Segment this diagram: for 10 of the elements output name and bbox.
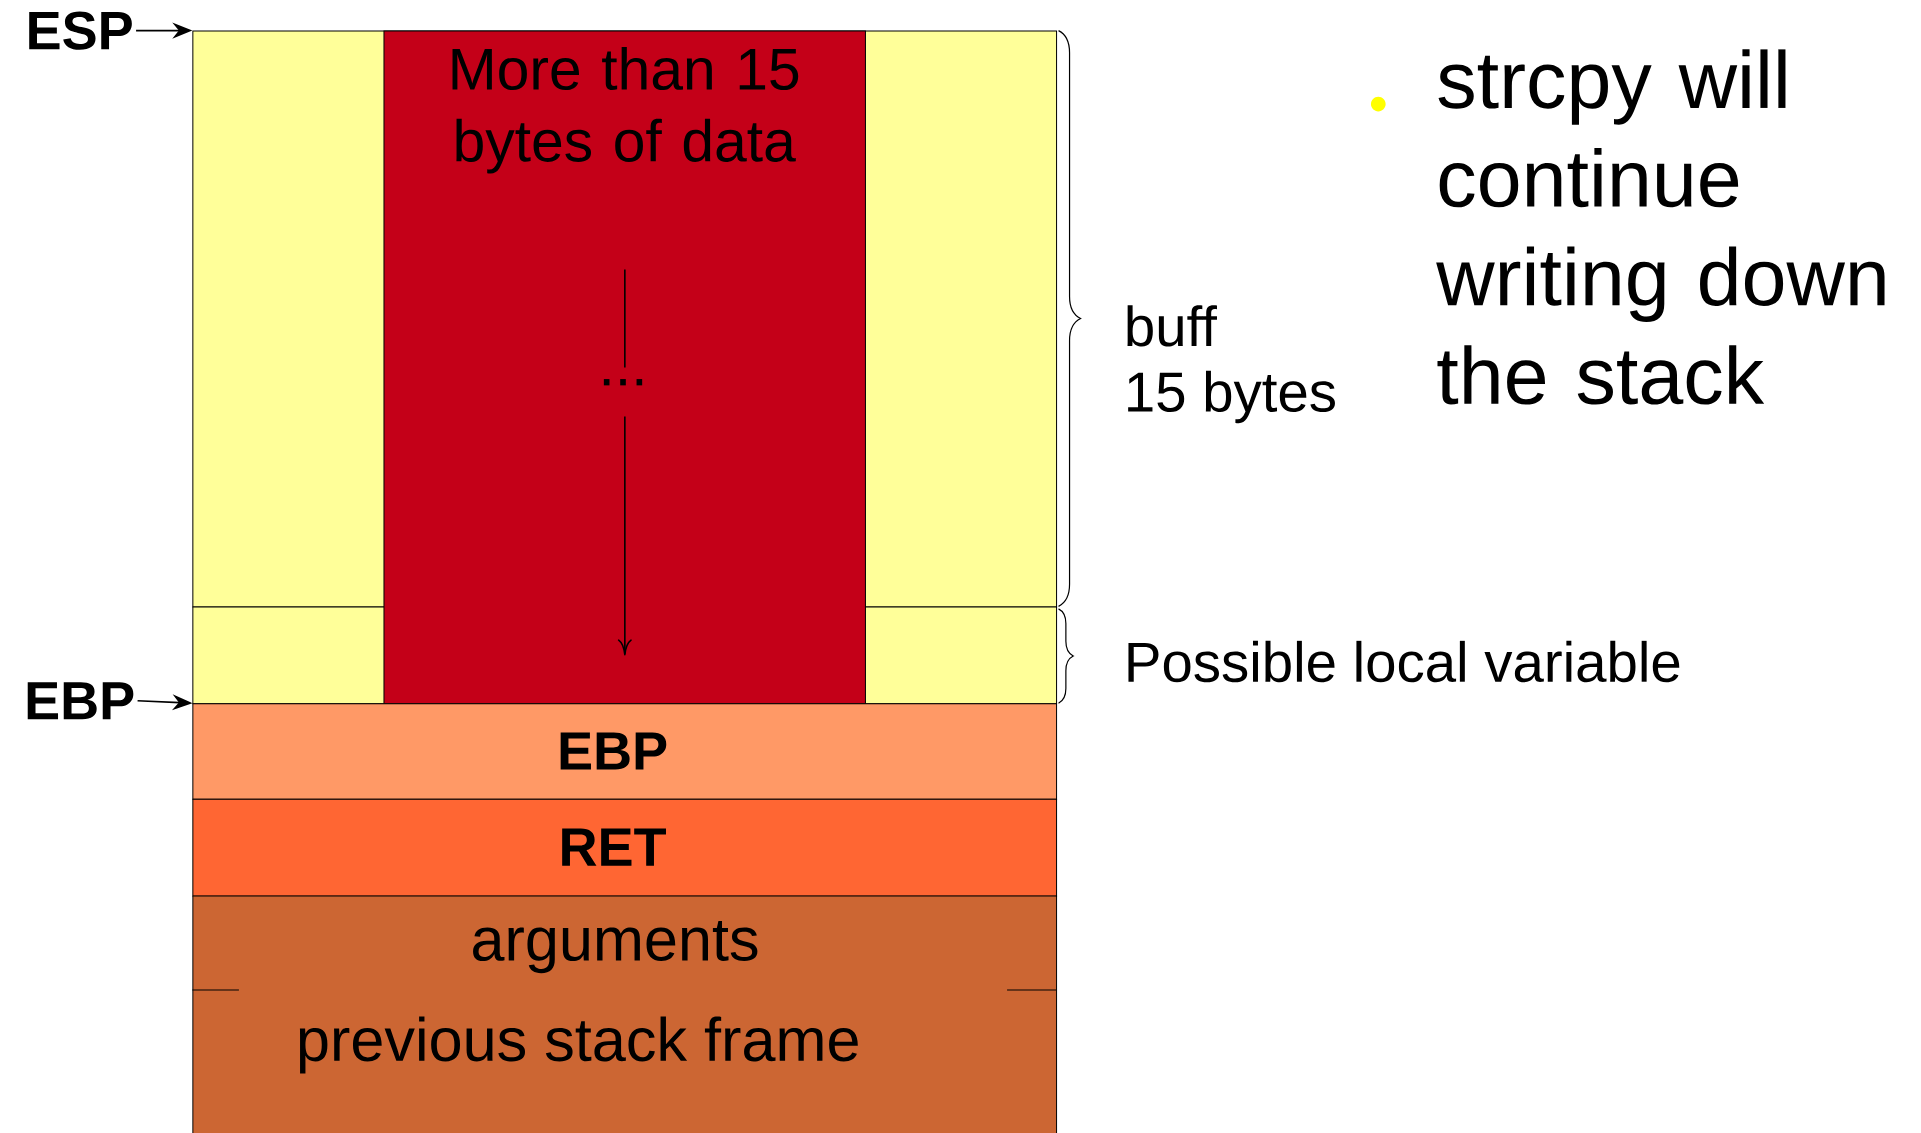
data-column: More than 15 bytes of data ... [383, 30, 866, 705]
stack-slot: EBP [192, 703, 1058, 800]
brace-label: Possible local variable [1128, 640, 1680, 683]
stack-slot: RET [192, 798, 1058, 897]
stack-slot: arguments previous stack frame [192, 895, 1058, 1133]
register-label: ESP [29, 11, 132, 50]
brace-label: 15 bytes [1128, 370, 1335, 424]
bullet-text: strcpy will continue writing down the stack [1436, 49, 1885, 405]
brace-label: buff [1127, 305, 1217, 347]
register-label: EBP [27, 682, 134, 720]
